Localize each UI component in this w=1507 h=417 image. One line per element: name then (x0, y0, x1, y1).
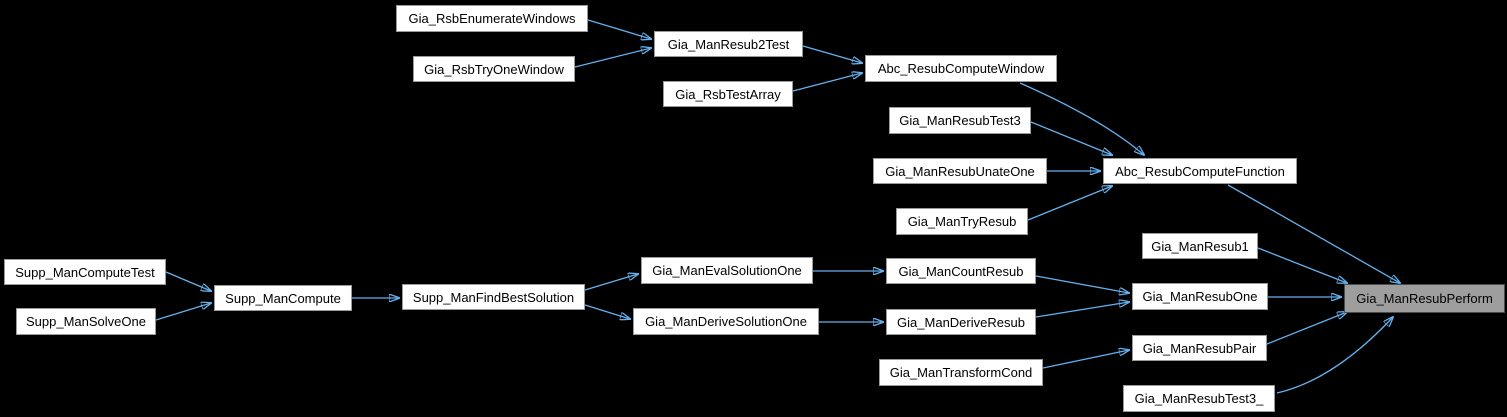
edge-countresub-resubone (1035, 275, 1129, 293)
node-gia-man-resub-test3-underscore[interactable]: Gia_ManResubTest3_ (1123, 385, 1275, 412)
node-gia-man-resub-one[interactable]: Gia_ManResubOne (1132, 283, 1268, 310)
edge-resubpair-resubperform (1266, 312, 1347, 345)
edge-findbest-evalsolution (584, 274, 638, 291)
node-gia-rsb-test-array[interactable]: Gia_RsbTestArray (663, 81, 793, 107)
node-gia-man-resub-unate-one[interactable]: Gia_ManResubUnateOne (873, 158, 1047, 184)
node-gia-man-resub1[interactable]: Gia_ManResub1 (1142, 233, 1258, 259)
node-gia-man-resub-pair[interactable]: Gia_ManResubPair (1132, 335, 1267, 361)
edge-resub1-resubperform (1257, 247, 1347, 283)
edge-findbest-derivesolution (584, 304, 630, 319)
node-abc-resub-compute-function[interactable]: Abc_ResubComputeFunction (1103, 158, 1297, 184)
node-gia-man-derive-resub[interactable]: Gia_ManDeriveResub (886, 309, 1036, 335)
edge-resubtest3u-resubperform (1276, 317, 1393, 394)
node-gia-man-try-resub[interactable]: Gia_ManTryResub (896, 208, 1028, 235)
edge-enumeratewindows-resub2test (587, 19, 651, 39)
node-supp-man-find-best-solution[interactable]: Supp_ManFindBestSolution (402, 284, 585, 310)
node-gia-man-resub-test3[interactable]: Gia_ManResubTest3 (889, 107, 1031, 134)
edge-tryresub-computefunction (1027, 186, 1112, 221)
node-gia-man-count-resub[interactable]: Gia_ManCountResub (886, 258, 1036, 284)
edge-solveone-compute (155, 303, 211, 321)
edge-tryonewindow-resub2test (574, 48, 651, 68)
edge-resub2test-computewindow (802, 45, 862, 63)
edge-computefunction-resubperform (1227, 184, 1400, 283)
edge-testarray-computewindow (792, 73, 862, 92)
edge-transformcond-resubpair (1042, 350, 1129, 369)
node-gia-rsb-try-one-window[interactable]: Gia_RsbTryOneWindow (413, 56, 575, 82)
node-gia-man-transform-cond[interactable]: Gia_ManTransformCond (879, 359, 1043, 386)
node-supp-man-compute-test[interactable]: Supp_ManComputeTest (4, 259, 166, 285)
edge-computewindow-computefunction (1019, 82, 1144, 155)
node-gia-man-resub2test[interactable]: Gia_ManResub2Test (654, 31, 803, 57)
node-abc-resub-compute-window[interactable]: Abc_ResubComputeWindow (865, 55, 1057, 82)
edge-deriveresub-resubone (1035, 302, 1129, 318)
node-gia-man-derive-solution-one[interactable]: Gia_ManDeriveSolutionOne (633, 308, 819, 335)
node-gia-man-resub-perform-highlighted: Gia_ManResubPerform (1344, 284, 1505, 313)
edge-resubtest3-computefunction (1030, 121, 1112, 155)
node-supp-man-compute[interactable]: Supp_ManCompute (214, 285, 352, 311)
edge-computetest-compute (165, 271, 211, 291)
node-gia-rsb-enumerate-windows[interactable]: Gia_RsbEnumerateWindows (396, 5, 588, 32)
node-gia-man-eval-solution-one[interactable]: Gia_ManEvalSolutionOne (641, 257, 813, 284)
node-supp-man-solve-one[interactable]: Supp_ManSolveOne (16, 308, 156, 335)
